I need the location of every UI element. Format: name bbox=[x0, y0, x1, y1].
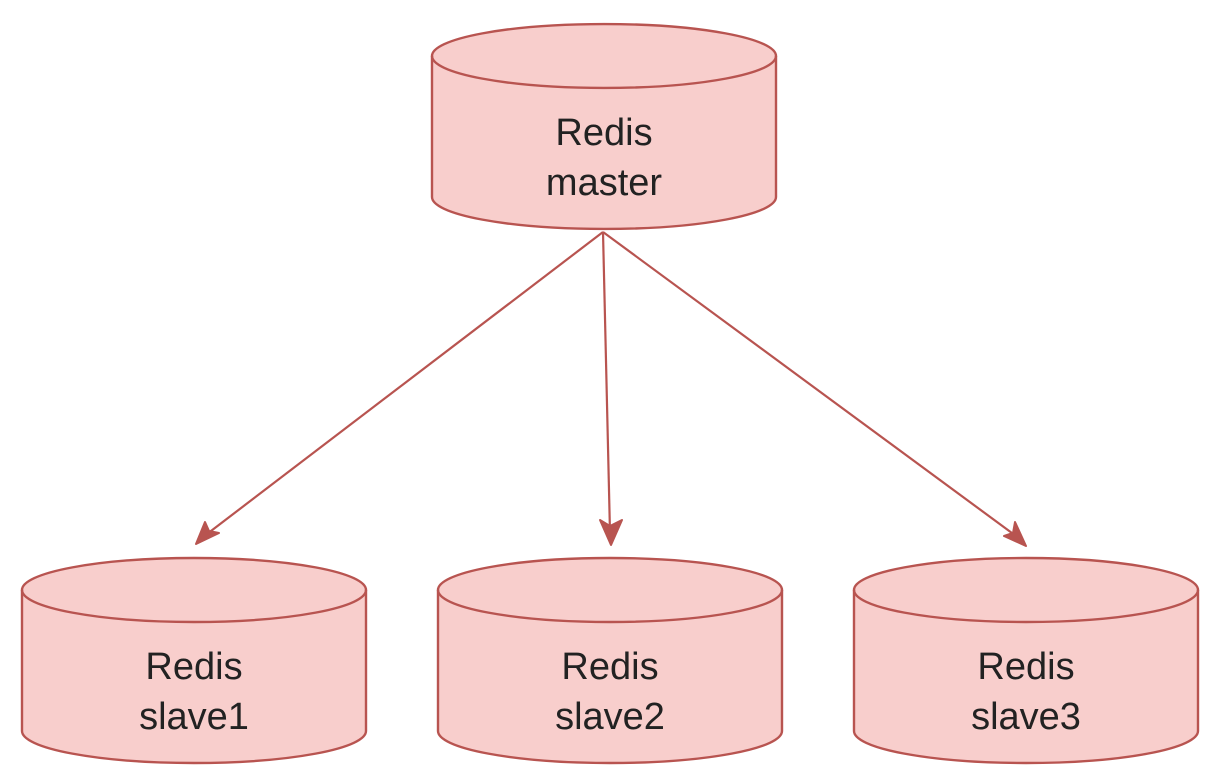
node-label-line1: Redis bbox=[977, 646, 1074, 688]
node-redis-slave1[interactable]: Redis slave1 bbox=[20, 556, 368, 765]
cylinder-top-rim bbox=[430, 55, 778, 90]
node-label-line1: Redis bbox=[555, 112, 652, 154]
node-label-line2: slave1 bbox=[139, 696, 249, 738]
cylinder-top-rim bbox=[20, 589, 368, 624]
edges bbox=[195, 231, 1027, 547]
node-redis-slave2[interactable]: Redis slave2 bbox=[436, 556, 784, 765]
database-cylinder-icon bbox=[436, 556, 784, 765]
node-label-line1: Redis bbox=[145, 646, 242, 688]
arrowhead-slave3 bbox=[1003, 521, 1027, 547]
node-redis-master[interactable]: Redis master bbox=[430, 22, 778, 231]
cylinder-top-rim bbox=[436, 589, 784, 624]
database-cylinder-icon bbox=[20, 556, 368, 765]
database-cylinder-icon bbox=[430, 22, 778, 231]
node-label-line1: Redis bbox=[561, 646, 658, 688]
node-label-line2: slave2 bbox=[555, 696, 665, 738]
arrowhead-slave1 bbox=[195, 521, 220, 545]
edge-master-to-slave2[interactable] bbox=[599, 231, 623, 546]
node-redis-slave3[interactable]: Redis slave3 bbox=[852, 556, 1200, 765]
edge-master-to-slave1[interactable] bbox=[195, 231, 604, 545]
arrowhead-slave2 bbox=[599, 519, 623, 546]
database-cylinder-icon bbox=[852, 556, 1200, 765]
edge-master-to-slave3[interactable] bbox=[602, 231, 1027, 547]
node-label-line2: master bbox=[546, 162, 662, 204]
node-label-line2: slave3 bbox=[971, 696, 1081, 738]
cylinder-top-rim bbox=[852, 589, 1200, 624]
